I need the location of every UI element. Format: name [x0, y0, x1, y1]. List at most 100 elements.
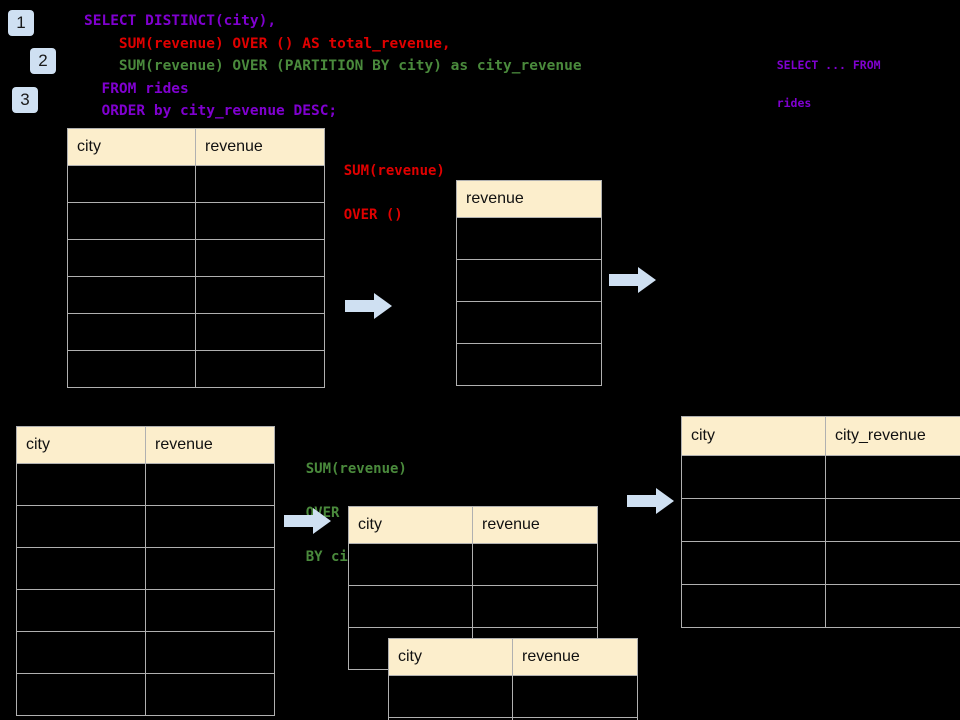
table-row [67, 313, 325, 351]
table-row [348, 585, 598, 628]
table-header-row: revenue [456, 180, 602, 218]
table-cell [195, 350, 325, 388]
total-revenue-table: revenue [456, 180, 602, 386]
table-row [456, 217, 602, 260]
table-cell [195, 276, 325, 314]
table-cell [195, 313, 325, 351]
table-cell [195, 239, 325, 277]
table-cell [195, 202, 325, 240]
sql-line-from: FROM rides [84, 81, 189, 97]
table-row [67, 276, 325, 314]
table-row [67, 350, 325, 388]
table-row [16, 505, 275, 548]
step-badge-2: 2 [30, 48, 56, 74]
annotation-total-revenue: SUM(revenue) OVER () [310, 138, 445, 248]
table-row [16, 589, 275, 632]
table-cell [512, 675, 638, 718]
annotation-city-revenue-line-1: SUM(revenue) [305, 461, 407, 477]
column-header-revenue: revenue [512, 638, 638, 676]
table-row [67, 202, 325, 240]
table-cell [16, 505, 146, 548]
table-row [681, 498, 960, 542]
table-row [456, 301, 602, 344]
table-cell [195, 165, 325, 203]
table-cell [681, 498, 826, 542]
table-cell [16, 631, 146, 674]
column-header-city-revenue: city_revenue [825, 416, 960, 456]
sql-line-select-distinct: SELECT DISTINCT(city), [84, 13, 277, 29]
column-header-revenue: revenue [456, 180, 602, 218]
table-row [388, 717, 638, 720]
table-cell [145, 673, 275, 716]
table-cell [145, 505, 275, 548]
table-cell [16, 673, 146, 716]
arrow-source2-to-partition [284, 506, 332, 541]
table-cell [67, 313, 196, 351]
column-header-city: city [388, 638, 513, 676]
table-header-row: city revenue [67, 128, 325, 166]
side-note-line-2: rides [776, 96, 812, 110]
table-cell [67, 202, 196, 240]
table-row [16, 673, 275, 716]
table-cell [145, 547, 275, 590]
table-header-row: city revenue [16, 426, 275, 464]
partition-group-table-front: city revenue [388, 638, 638, 720]
table-cell [456, 343, 602, 386]
step-badge-1: 1 [8, 10, 34, 36]
column-header-city: city [67, 128, 196, 166]
right-arrow-icon [609, 267, 656, 293]
table-cell [67, 239, 196, 277]
rides-source-table-2: city revenue [16, 426, 275, 716]
table-header-row: city revenue [348, 506, 598, 544]
column-header-revenue: revenue [195, 128, 325, 166]
table-cell [145, 631, 275, 674]
arrow-source-to-total [345, 291, 393, 326]
table-cell [825, 455, 960, 499]
table-row [388, 675, 638, 718]
table-cell [388, 675, 513, 718]
table-cell [348, 543, 473, 586]
table-cell [16, 547, 146, 590]
column-header-revenue: revenue [472, 506, 598, 544]
result-table: city city_revenue [681, 416, 960, 628]
table-header-row: city revenue [388, 638, 638, 676]
table-cell [472, 585, 598, 628]
table-cell [145, 589, 275, 632]
table-cell [67, 165, 196, 203]
column-header-city: city [16, 426, 146, 464]
annotation-total-revenue-line-2: OVER () [343, 207, 403, 223]
sql-line-city-revenue: SUM(revenue) OVER (PARTITION BY city) as… [84, 58, 582, 74]
table-cell [348, 585, 473, 628]
table-row [67, 239, 325, 277]
table-cell [512, 717, 638, 720]
table-row [16, 547, 275, 590]
column-header-city: city [681, 416, 826, 456]
table-cell [456, 217, 602, 260]
table-row [681, 584, 960, 628]
table-cell [67, 276, 196, 314]
sql-line-order-by: ORDER by city_revenue DESC; [84, 103, 338, 119]
table-header-row: city city_revenue [681, 416, 960, 456]
right-arrow-icon [627, 488, 674, 514]
column-header-city: city [348, 506, 473, 544]
table-cell [825, 541, 960, 585]
table-cell [16, 463, 146, 506]
right-arrow-icon [284, 508, 331, 534]
table-cell [681, 455, 826, 499]
annotation-total-revenue-line-1: SUM(revenue) [343, 163, 445, 179]
table-cell [456, 259, 602, 302]
table-cell [681, 584, 826, 628]
table-row [456, 259, 602, 302]
table-cell [825, 498, 960, 542]
column-header-revenue: revenue [145, 426, 275, 464]
table-row [16, 631, 275, 674]
side-note-line-1: SELECT ... FROM [776, 58, 881, 72]
table-cell [825, 584, 960, 628]
table-cell [456, 301, 602, 344]
table-row [348, 543, 598, 586]
right-arrow-icon [345, 293, 392, 319]
table-cell [16, 589, 146, 632]
table-row [681, 541, 960, 585]
table-cell [472, 543, 598, 586]
table-row [67, 165, 325, 203]
